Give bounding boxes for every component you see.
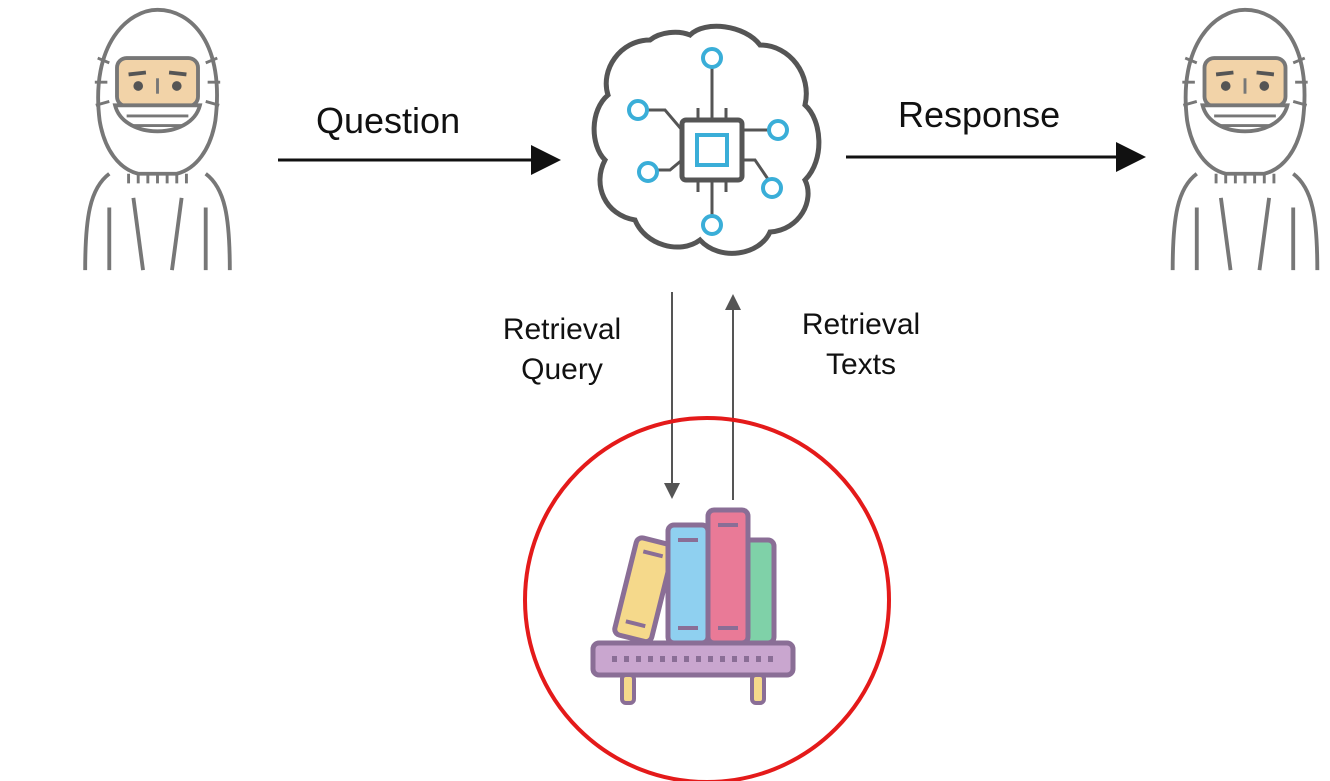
retrieval-texts-line-1: Retrieval	[801, 308, 921, 341]
ai-brain-icon	[591, 23, 822, 256]
bookshelf-icon	[590, 507, 796, 705]
response-label: Response	[898, 94, 1061, 135]
user-right-icon	[1170, 7, 1320, 273]
retrieval-texts-line-2: Texts	[825, 348, 897, 381]
retrieval-query-line-2: Query	[521, 353, 603, 386]
question-label: Question	[316, 100, 461, 141]
retrieval-query-line-1: Retrieval	[502, 313, 622, 346]
knowledge-base-highlight-circle	[523, 416, 891, 781]
retrieval-texts-label: Retrieval Texts	[786, 305, 936, 385]
user-left-icon	[85, 10, 230, 270]
retrieval-query-label: Retrieval Query	[487, 310, 637, 390]
